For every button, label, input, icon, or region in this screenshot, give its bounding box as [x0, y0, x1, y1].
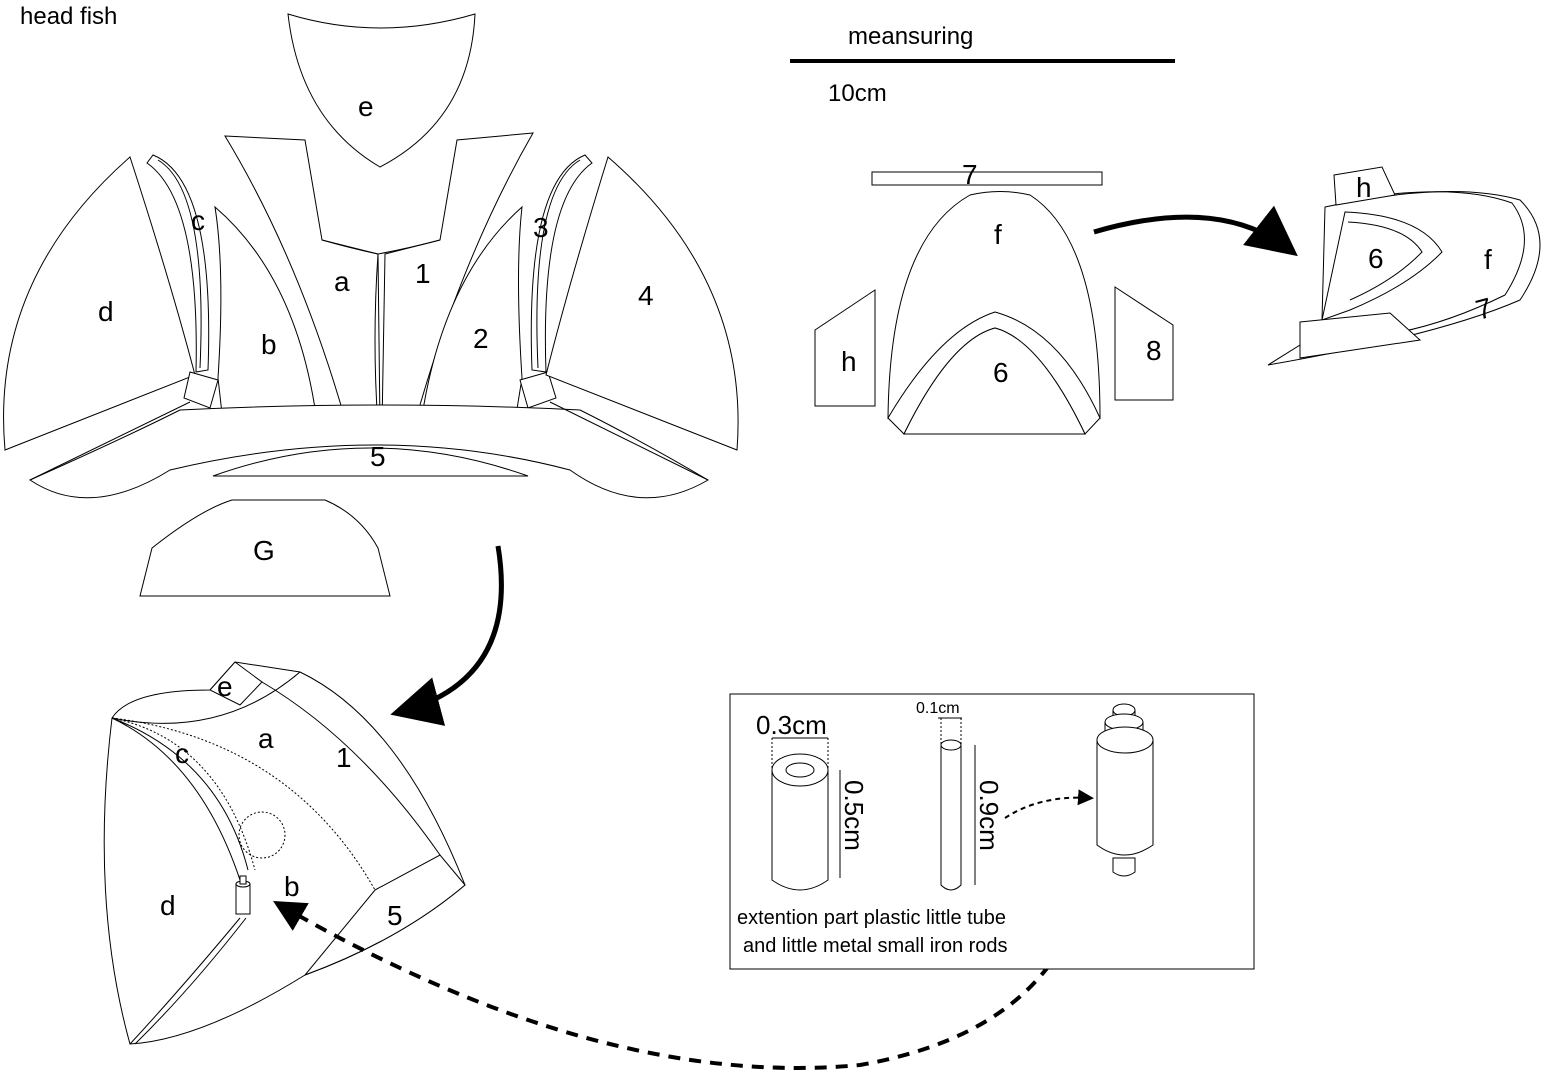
diagram-title: head fish	[20, 3, 117, 30]
label-b: b	[261, 329, 277, 360]
asm-label-c: c	[175, 738, 189, 769]
fin-label-8: 8	[1146, 335, 1162, 366]
fin-label-h: h	[841, 346, 857, 377]
assembled-tube-rod	[1096, 703, 1154, 877]
label-2: 2	[473, 323, 489, 354]
label-c: c	[191, 205, 205, 236]
piece-7	[871, 171, 1103, 186]
piece-e	[287, 13, 476, 168]
asm-label-1: 1	[336, 742, 352, 773]
tab-right	[519, 371, 557, 409]
asm-fin-label-f: f	[1484, 244, 1492, 275]
asm-dotted-circle	[238, 811, 286, 859]
tube-height-label: 0.5cm	[839, 780, 869, 851]
head-pattern: e c d b a 1 2 3 4 5 G	[3, 13, 739, 597]
label-1: 1	[415, 258, 431, 289]
piece-G	[139, 499, 391, 597]
tab-left	[183, 371, 219, 409]
asm-fin-label-6: 6	[1368, 243, 1384, 274]
asm-fin-h	[1333, 166, 1396, 206]
fin-pattern: 7 f h 6 8	[814, 159, 1174, 435]
piece-4	[545, 156, 739, 451]
label-G: G	[253, 535, 275, 566]
asm-fin-label-h: h	[1356, 172, 1372, 203]
asm-piece-5	[303, 854, 466, 977]
iron-rod: 0.1cm 0.9cm	[916, 700, 1004, 891]
tube-width-label: 0.3cm	[756, 710, 827, 740]
asm-label-d: d	[160, 890, 176, 921]
asm-label-e: e	[217, 671, 233, 702]
arrow-fin	[1093, 205, 1298, 257]
dashed-arrow-return	[273, 869, 1092, 1070]
piece-d	[3, 156, 196, 451]
piece-8	[1114, 286, 1174, 401]
asm-tube-marker	[235, 875, 251, 915]
label-4: 4	[638, 280, 654, 311]
asm-label-a: a	[258, 723, 274, 754]
piece-6	[903, 327, 1086, 435]
rod-width-label: 0.1cm	[916, 700, 960, 717]
piece-5-inner	[212, 447, 529, 477]
scale-label: meansuring	[848, 23, 973, 50]
asm-fin-base	[1299, 312, 1422, 359]
asm-label-5: 5	[387, 900, 403, 931]
asm-fin-6	[1321, 211, 1443, 321]
label-a: a	[334, 266, 350, 297]
piece-c	[146, 154, 210, 373]
arrow-head	[390, 545, 504, 726]
piece-h	[814, 289, 876, 407]
detail-caption-line1: extention part plastic little tube	[737, 907, 1006, 929]
piece-3	[530, 154, 593, 373]
asm-fin-label-7: 7	[1472, 292, 1495, 326]
fin-label-f: f	[994, 219, 1002, 250]
detail-box: 0.3cm 0.5cm 0.1cm 0.9cm	[729, 693, 1255, 970]
asm-label-b: b	[284, 871, 300, 902]
fin-label-7: 7	[962, 159, 978, 190]
head-assembled: e a c 1 b d 5	[103, 661, 466, 1045]
label-e: e	[358, 91, 374, 122]
label-3: 3	[533, 212, 549, 243]
label-5: 5	[370, 441, 386, 472]
label-d: d	[98, 296, 114, 327]
fin-label-6: 6	[993, 357, 1009, 388]
rod-height-label: 0.9cm	[974, 780, 1004, 851]
scale-bar: meansuring 10cm	[790, 23, 1175, 107]
detail-caption-line2: and little metal small iron rods	[743, 935, 1008, 957]
plastic-tube: 0.3cm 0.5cm	[756, 710, 869, 891]
fin-assembled: h 6 f 7	[1267, 166, 1541, 366]
scale-value: 10cm	[828, 80, 887, 107]
asm-head-outline	[103, 661, 466, 1045]
